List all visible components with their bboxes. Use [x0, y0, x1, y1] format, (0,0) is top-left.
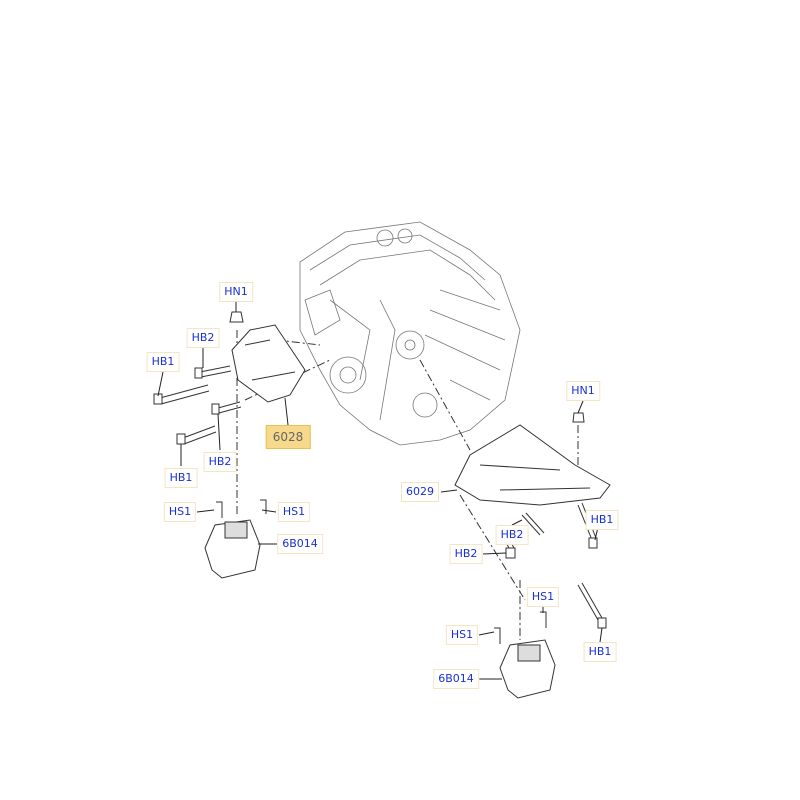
callout-hb2[interactable]: HB2 [203, 452, 237, 472]
callout-hb2[interactable]: HB2 [449, 544, 483, 564]
bracket-6029 [454, 424, 611, 506]
callout-hs1[interactable]: HS1 [163, 502, 197, 522]
callout-hn1[interactable]: HN1 [566, 381, 600, 401]
callout-hs1[interactable]: HS1 [277, 502, 311, 522]
callout-hs1[interactable]: HS1 [526, 587, 560, 607]
callout-6b014[interactable]: 6B014 [433, 669, 479, 689]
bracket-6028 [231, 324, 306, 403]
callout-hb1[interactable]: HB1 [583, 642, 617, 662]
engine-illustration [299, 221, 521, 446]
callout-6028-highlighted[interactable]: 6028 [265, 425, 311, 449]
callout-hb1[interactable]: HB1 [146, 352, 180, 372]
callout-6b014[interactable]: 6B014 [277, 534, 323, 554]
callout-6029[interactable]: 6029 [401, 482, 439, 502]
callout-hb2[interactable]: HB2 [186, 328, 220, 348]
callout-hb2[interactable]: HB2 [495, 525, 529, 545]
callout-hs1[interactable]: HS1 [445, 625, 479, 645]
mount-6b014-right [499, 639, 556, 699]
callout-hb1[interactable]: HB1 [164, 468, 198, 488]
callout-hn1[interactable]: HN1 [219, 282, 253, 302]
callout-hb1[interactable]: HB1 [585, 510, 619, 530]
